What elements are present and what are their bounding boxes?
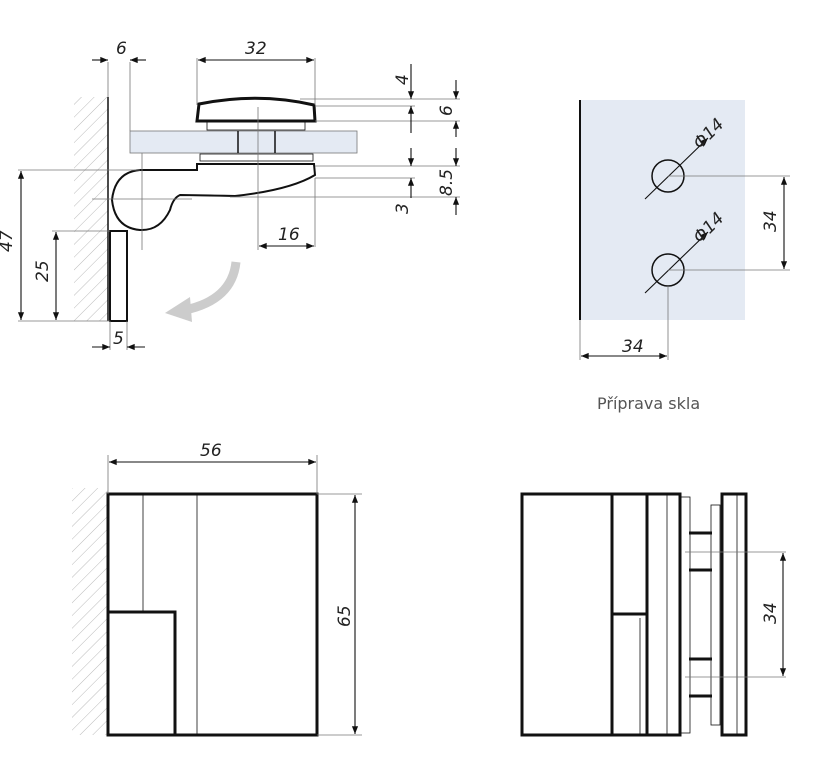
bolts — [689, 531, 712, 698]
rear-cap — [720, 492, 748, 737]
wall-hatch — [74, 97, 108, 321]
glass-panel-section — [129, 130, 358, 154]
dim-base-height: 8.5 — [437, 169, 457, 196]
dim-front-width: 56 — [200, 441, 222, 461]
dim-base-gap: 3 — [393, 203, 413, 214]
dim-leaf-height: 25 — [33, 260, 53, 282]
rotation-arrow — [183, 261, 241, 315]
dim-cap-width: 32 — [245, 39, 267, 59]
dim-hole-spacing: 34 — [761, 210, 781, 232]
dim-wall-gap: 6 — [116, 39, 127, 59]
front-body — [106, 492, 319, 737]
dim-leaf-width: 5 — [113, 329, 124, 349]
glass-prep-caption: Příprava skla — [597, 394, 700, 413]
dim-cap-height: 6 — [437, 105, 457, 116]
glass-sheet — [580, 100, 745, 320]
dim-edge-distance: 34 — [622, 337, 644, 357]
dim-total-height: 47 — [0, 230, 17, 252]
dim-bolt-spacing: 34 — [761, 602, 781, 624]
front-view: 56 65 — [72, 441, 362, 737]
rear-body — [520, 492, 682, 737]
dim-front-height: 65 — [335, 605, 355, 627]
dim-offset: 16 — [278, 225, 300, 245]
cap — [195, 96, 317, 123]
hinge-body — [110, 163, 317, 232]
door-leaf — [109, 230, 128, 322]
side-view: 6 32 4 6 3 8.5 16 47 25 5 — [0, 39, 460, 351]
rear-view: 34 — [520, 492, 787, 737]
dim-cap-top: 4 — [393, 74, 413, 85]
glass-preparation-view: Φ14 Φ14 34 34 Příprava skla — [579, 100, 790, 413]
